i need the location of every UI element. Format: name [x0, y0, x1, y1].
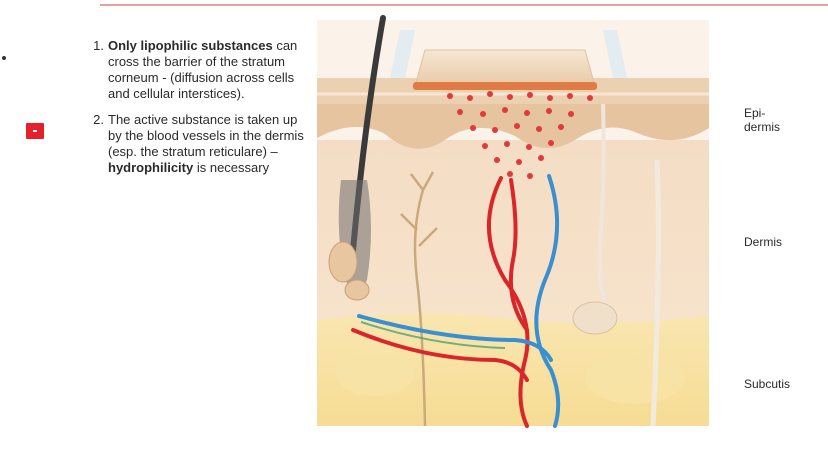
red-square-icon: [26, 123, 44, 139]
step-number: 2.: [80, 112, 104, 128]
step-number: 1.: [80, 38, 104, 54]
steps-list: 1. Only lipophilic substances can cross …: [80, 38, 305, 186]
skin-cross-section-diagram: [305, 0, 725, 454]
patch-adhesive: [413, 82, 597, 90]
epidermis-label: Epi- dermis: [744, 106, 780, 134]
step-item-1: 1. Only lipophilic substances can cross …: [80, 38, 305, 102]
step-text: The active substance is taken up by the …: [108, 112, 304, 159]
bullet-dot: [2, 56, 6, 60]
step-bold-text: hydrophilicity: [108, 160, 193, 175]
subcutis-label: Subcutis: [744, 377, 790, 391]
dermis-label: Dermis: [744, 235, 782, 249]
step-text-end: is necessary: [193, 160, 269, 175]
sweat-gland: [573, 302, 617, 334]
step-item-2: 2. The active substance is taken up by t…: [80, 112, 305, 176]
transdermal-patch-icon: [415, 50, 595, 86]
step-bold-text: Only lipophilic substances: [108, 38, 273, 53]
